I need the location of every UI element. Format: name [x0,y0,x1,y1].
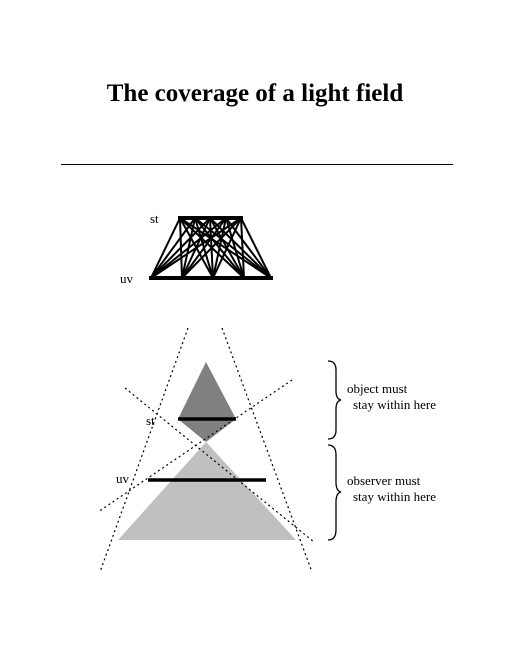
observer-note-line2: stay within here [353,489,437,504]
top-st-label: st [150,211,159,226]
observer-note: observer must stay within here [347,473,436,505]
bottom-st-label: st [146,413,155,428]
ray-line [209,217,272,279]
ray-line [212,217,242,279]
ray-line [240,217,272,279]
ray-line [150,217,181,279]
ray-line [225,217,272,279]
ray-line [150,217,227,279]
ray-line [179,217,272,279]
ray-fan [150,217,272,279]
object-brace [327,360,342,440]
boundary-ray-right-steep [221,327,313,573]
ray-line [150,217,242,279]
top-uv-label: uv [120,271,133,286]
ray-line [181,217,242,279]
observer-region [118,442,296,540]
ray-line [225,217,245,279]
divider-rule [61,164,453,165]
object-note-line2: stay within here [353,397,437,412]
object-note: object must stay within here [347,381,436,413]
observer-brace [327,444,342,541]
boundary-ray-left-shallow [124,387,315,543]
ray-line [150,217,196,279]
ray-line [212,217,227,279]
boundary-rays [97,327,315,573]
bottom-uv-label: uv [116,471,129,486]
object-lower-region [178,419,236,442]
ray-line [181,217,227,279]
boundary-ray-left-steep [99,327,189,573]
page-title: The coverage of a light field [106,80,404,107]
ray-line [240,217,245,279]
ray-line [150,217,211,279]
object-note-line1: object must [347,381,408,396]
boundary-ray-right-shallow [97,379,293,513]
observer-note-line1: observer must [347,473,421,488]
ray-line [194,217,272,279]
